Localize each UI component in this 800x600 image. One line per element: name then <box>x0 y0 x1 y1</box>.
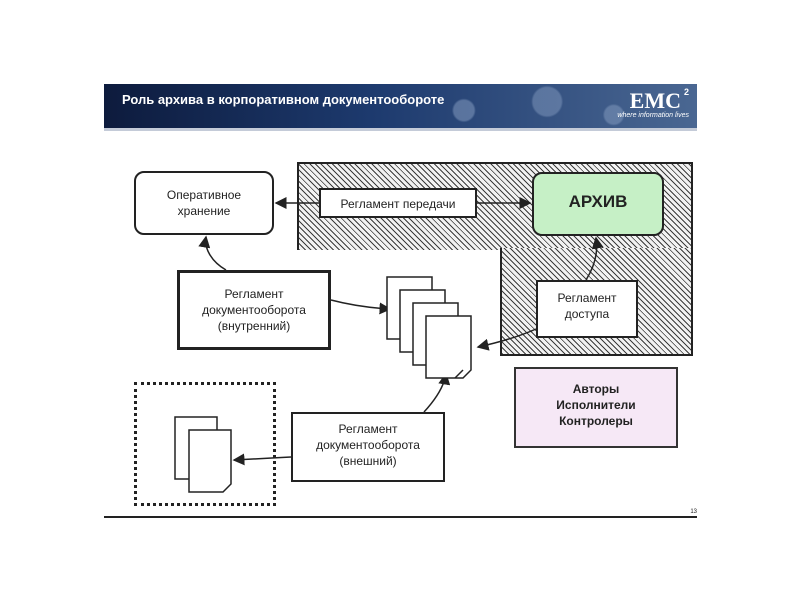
arrow-internal-to-operative <box>198 235 227 271</box>
access-rule-line-1: Регламент <box>557 291 617 305</box>
world-map-icon <box>364 84 697 128</box>
document-stack-icon <box>386 276 472 379</box>
external-rule-line-2: документооборота <box>316 438 420 452</box>
arrow-internal-to-docs <box>330 299 392 315</box>
logo-superscript: 2 <box>683 87 689 97</box>
internal-rule-line-2: документооборота <box>202 303 306 317</box>
header-divider <box>104 128 697 131</box>
internal-rule-line-1: Регламент <box>224 287 284 301</box>
external-rule-line-1: Регламент <box>338 422 398 436</box>
external-zone <box>134 382 276 506</box>
transfer-rule-label: Регламент передачи <box>340 197 456 211</box>
logo-tagline: where information lives <box>617 112 689 119</box>
external-rule-line-3: (внешний) <box>339 454 397 468</box>
role-executors: Исполнители <box>556 398 636 412</box>
roles-box: Авторы Исполнители Контролеры <box>514 367 678 448</box>
slide-header: Роль архива в корпоративном документообо… <box>104 84 697 128</box>
archive-label: АРХИВ <box>568 192 628 211</box>
archive-box: АРХИВ <box>532 172 664 236</box>
access-rule-box: Регламент доступа <box>536 280 638 338</box>
arrow-external-to-docs <box>423 372 451 413</box>
operative-storage-line-1: Оперативное <box>166 188 242 202</box>
transfer-rule-box: Регламент передачи <box>319 188 477 218</box>
emc-logo: EMC 2 where information lives <box>609 84 691 126</box>
external-rule-box: Регламент документооборота (внешний) <box>291 412 445 482</box>
logo-text: EMC <box>629 88 681 113</box>
slide-title: Роль архива в корпоративном документообо… <box>122 92 445 107</box>
role-authors: Авторы <box>572 382 620 396</box>
role-controllers: Контролеры <box>559 414 633 428</box>
access-rule-line-2: доступа <box>564 307 610 321</box>
internal-rule-box: Регламент документооборота (внутренний) <box>177 270 331 350</box>
page-number: 13 <box>690 509 697 515</box>
internal-rule-line-3: (внутренний) <box>217 319 291 333</box>
operative-storage-line-2: хранение <box>177 204 231 218</box>
slide: Роль архива в корпоративном документообо… <box>104 84 697 518</box>
operative-storage-box: Оперативное хранение <box>134 171 274 235</box>
